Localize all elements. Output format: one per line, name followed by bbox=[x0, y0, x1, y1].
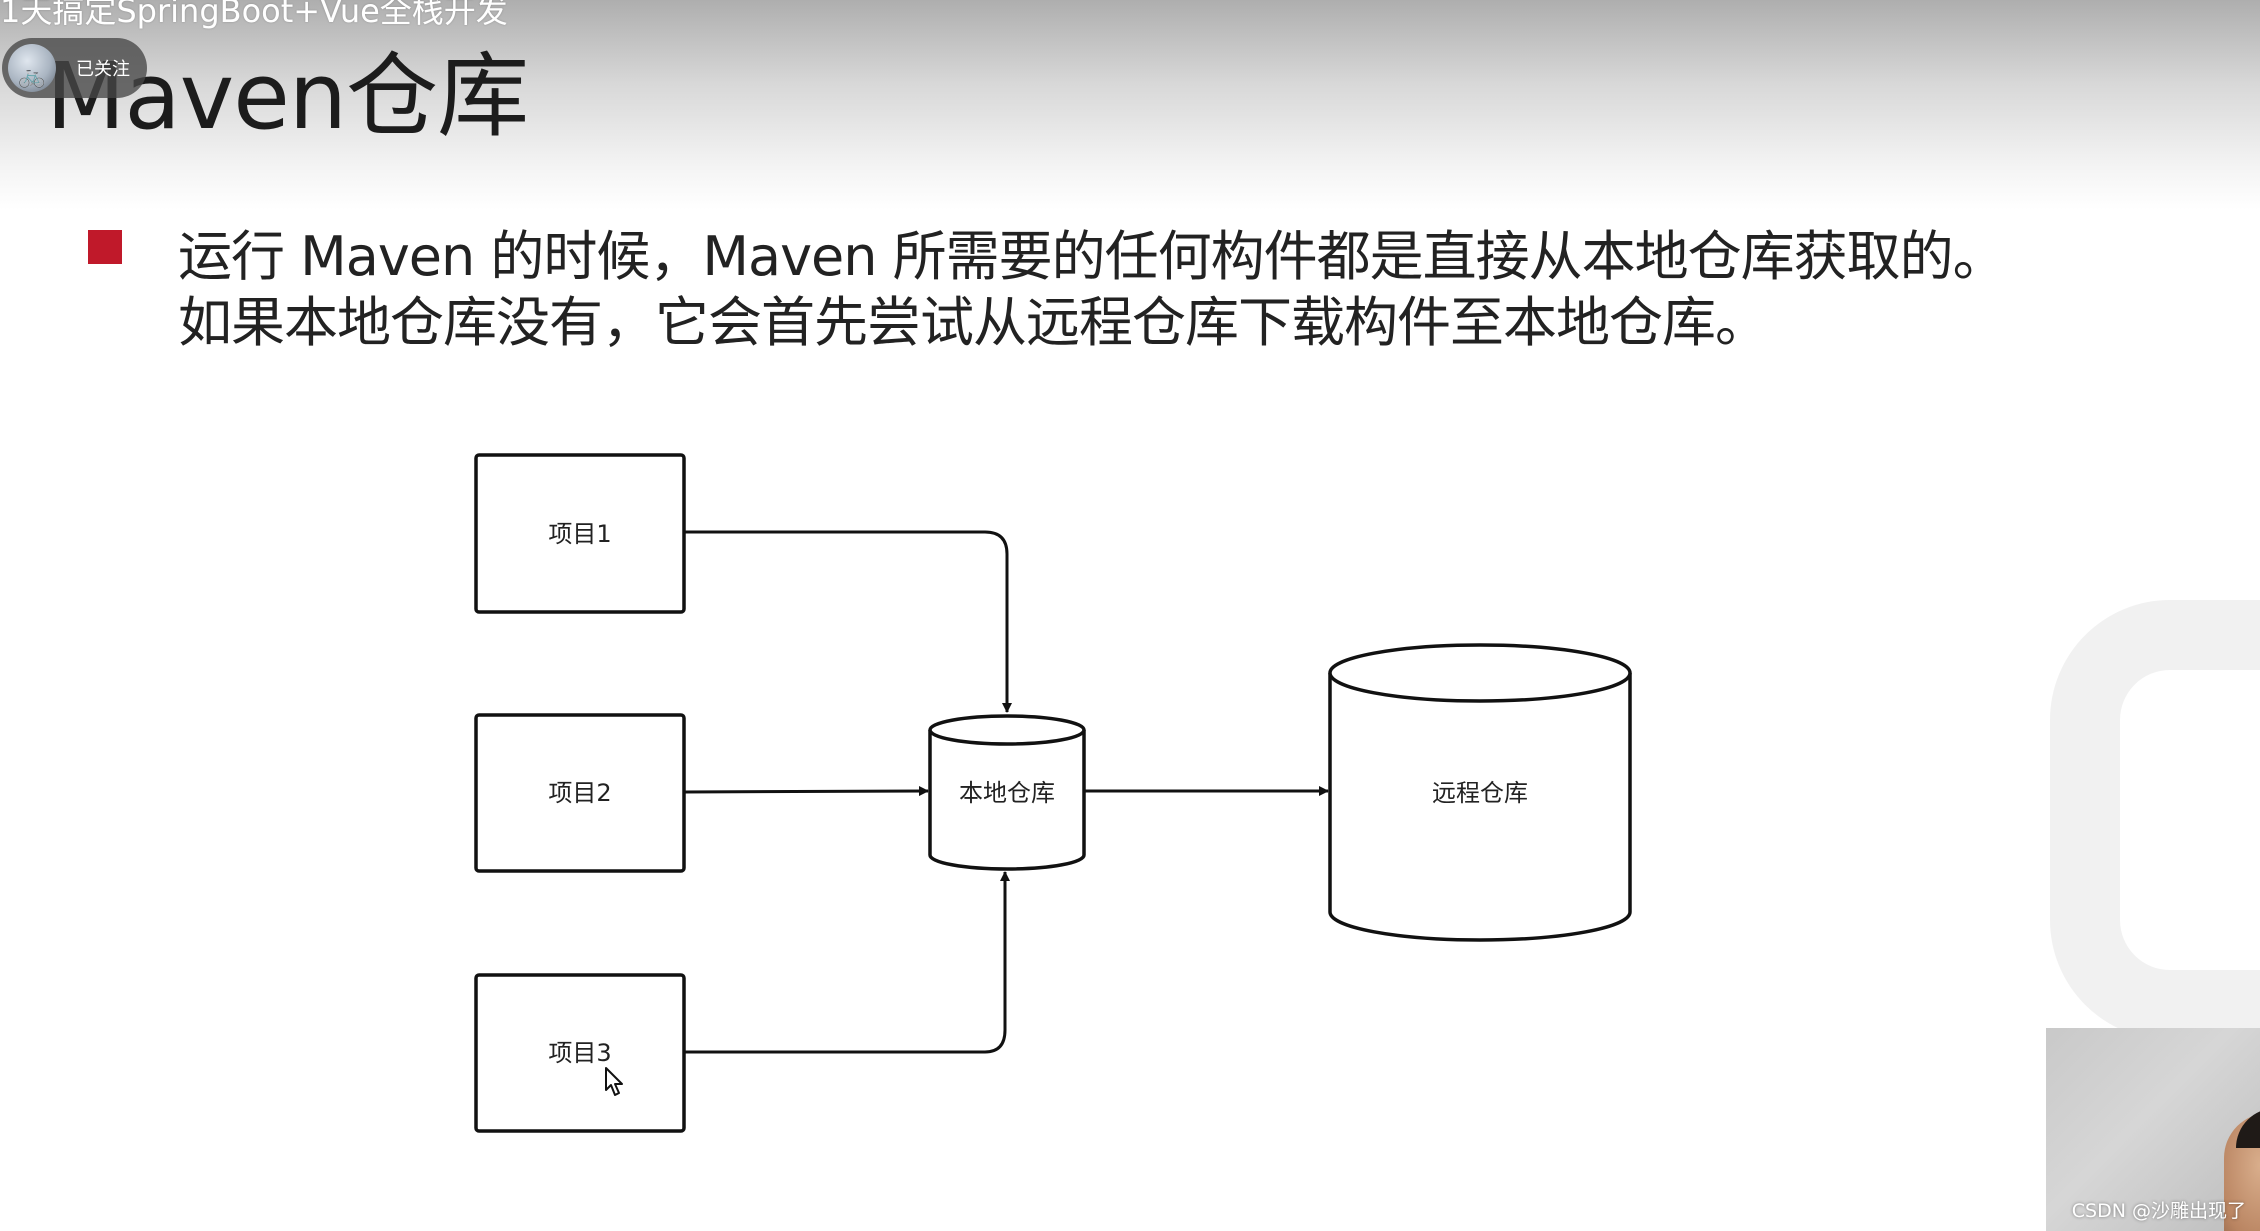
follow-badge[interactable]: 🚲 已关注 bbox=[2, 38, 147, 98]
project-box-3: 项目3 bbox=[474, 973, 686, 1133]
bullet-marker bbox=[88, 230, 122, 264]
arrow-project2-to-local bbox=[683, 786, 929, 797]
project-box-2: 项目2 bbox=[474, 713, 686, 873]
bullet-text-line-2: 如果本地仓库没有，它会首先尝试从远程仓库下载构件至本地仓库。 bbox=[178, 291, 1769, 354]
bullet-text-line-1: 运行 Maven 的时候，Maven 所需要的任何构件都是直接从本地仓库获取的。 bbox=[178, 225, 2007, 288]
presenter-webcam bbox=[2046, 1028, 2260, 1231]
project-label-3: 项目3 bbox=[548, 1039, 611, 1067]
uploader-avatar[interactable]: 🚲 bbox=[8, 44, 56, 92]
project-label-2: 项目2 bbox=[548, 779, 611, 807]
follow-status-label: 已关注 bbox=[76, 59, 130, 80]
arrow-project3-to-local bbox=[684, 871, 1010, 1054]
local-repository-label: 本地仓库 bbox=[959, 779, 1055, 807]
video-title: 1天搞定SpringBoot+Vue全栈开发 bbox=[0, 0, 508, 30]
remote-repository-label: 远程仓库 bbox=[1432, 779, 1528, 807]
project-box-1: 项目1 bbox=[474, 453, 686, 614]
arrow-project1-to-local bbox=[684, 530, 1012, 713]
csdn-watermark: CSDN @沙雕出现了 bbox=[2071, 1200, 2246, 1222]
local-repository-cylinder: 本地仓库 bbox=[928, 714, 1086, 871]
mouse-pointer-icon bbox=[605, 1067, 623, 1096]
bicycle-icon: 🚲 bbox=[18, 64, 46, 89]
remote-repository-cylinder: 远程仓库 bbox=[1328, 643, 1632, 942]
project-label-1: 项目1 bbox=[548, 520, 611, 548]
slide-header-background bbox=[0, 0, 2260, 210]
